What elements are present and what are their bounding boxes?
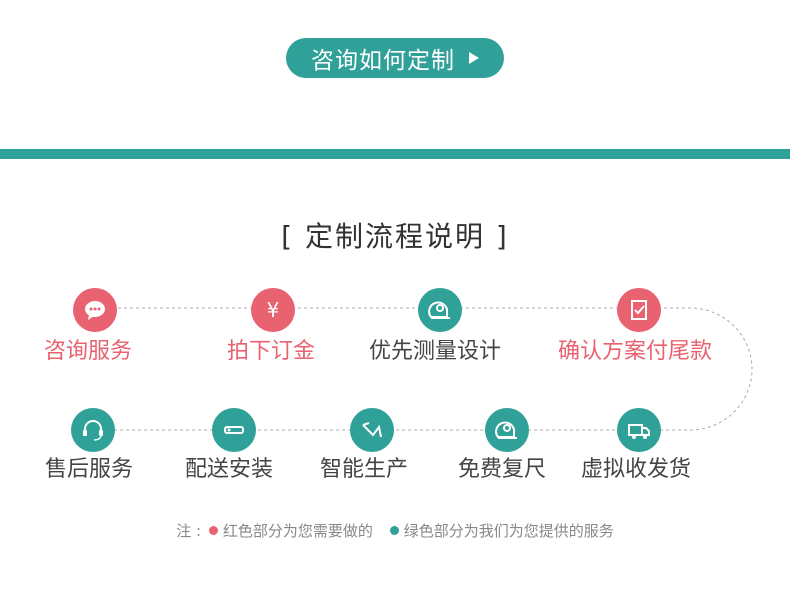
- step-virtual-shipping-node: [617, 408, 661, 452]
- play-icon: [469, 52, 479, 64]
- step-label: 优先测量设计: [369, 339, 502, 364]
- step-consult-service-node: [73, 288, 117, 332]
- red-dot-icon: [208, 526, 218, 535]
- step-label: 售后服务: [45, 457, 134, 482]
- checklist-icon: [631, 300, 647, 320]
- note-prefix: 注 :: [176, 522, 202, 540]
- truck-icon: [628, 424, 650, 439]
- wrench-icon: [224, 426, 244, 434]
- step-label: 配送安装: [185, 457, 274, 482]
- green-dot-icon: [389, 526, 399, 535]
- step-delivery-install-node: [212, 408, 256, 452]
- step-label: 虚拟收发货: [581, 457, 692, 482]
- chat-icon: [85, 301, 105, 320]
- step-measure-design-node: [418, 288, 462, 332]
- step-label: 智能生产: [320, 457, 409, 482]
- svg-text:¥: ¥: [267, 298, 280, 322]
- tape-measure-icon: [495, 421, 517, 439]
- step-label: 咨询服务: [44, 339, 133, 364]
- section-divider: [0, 149, 790, 159]
- step-after-sales-node: [71, 408, 115, 452]
- yen-icon: ¥: [267, 298, 280, 322]
- legend-note: 注 : 红色部分为您需要做的 绿色部分为我们为您提供的服务: [0, 520, 790, 541]
- step-label: 确认方案付尾款: [558, 339, 713, 364]
- step-free-remeasure-node: [485, 408, 529, 452]
- step-label: 免费复尺: [458, 457, 547, 482]
- step-deposit-node: ¥: [251, 288, 295, 332]
- consult-button[interactable]: 咨询如何定制: [286, 38, 504, 78]
- note-green-text: 绿色部分为我们为您提供的服务: [403, 522, 614, 540]
- step-production-node: [350, 408, 394, 452]
- headset-icon: [83, 420, 103, 441]
- section-title: [ 定制流程说明 ]: [281, 220, 509, 253]
- saw-icon: [362, 422, 382, 438]
- step-label: 拍下订金: [227, 339, 316, 364]
- note-red-text: 红色部分为您需要做的: [222, 522, 373, 540]
- consult-button-label: 咨询如何定制: [311, 48, 455, 74]
- tape-measure-icon: [428, 301, 450, 319]
- step-confirm-pay-node: [617, 288, 661, 332]
